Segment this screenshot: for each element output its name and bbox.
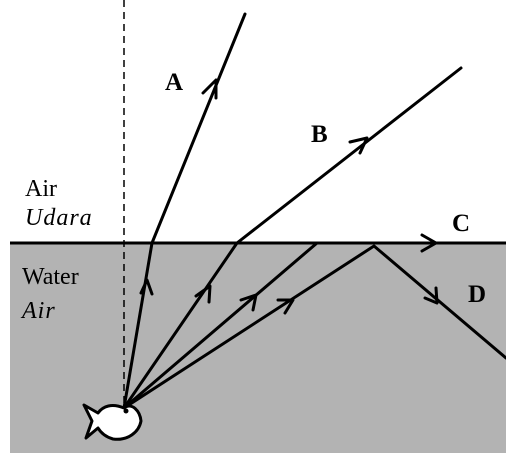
water-label-ms: Air (20, 298, 56, 324)
ray-label-c: C (452, 210, 470, 237)
water-label-en: Water (22, 264, 79, 290)
air-label-ms: Udara (25, 205, 93, 231)
ray-label-b: B (311, 121, 328, 148)
air-label-en: Air (25, 176, 57, 202)
ray-label-d: D (468, 281, 486, 308)
fish-icon (84, 405, 141, 439)
ray-label-a: A (165, 69, 183, 96)
fish-body (84, 405, 141, 439)
water-region (10, 243, 506, 453)
ray-b-arrow-air (350, 138, 367, 153)
fish-eye (124, 409, 129, 414)
